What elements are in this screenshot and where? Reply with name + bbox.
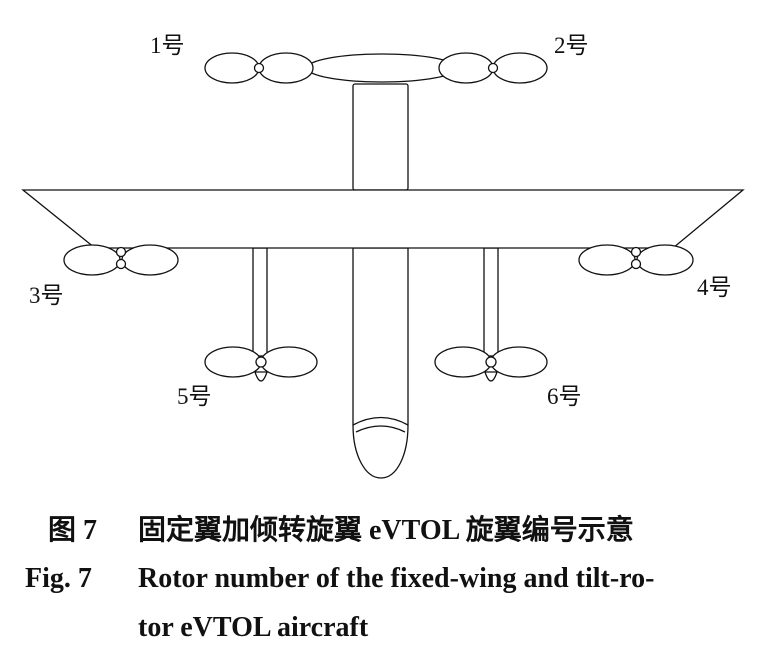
caption-chinese-number: 图 7 [48,515,98,546]
rotor-1-label: 1号 [150,33,185,58]
rotor-5-label: 5号 [177,384,212,409]
caption-chinese-text: 固定翼加倾转旋翼 eVTOL 旋翼编号示意 [138,515,634,546]
front-canard [306,53,458,83]
caption-chinese: 图 7 固定翼加倾转旋翼 eVTOL 旋翼编号示意 [48,508,634,548]
caption-english-line-1: Fig. 7 Rotor number of the fixed-wing and… [25,563,654,595]
rotor-2 [438,52,548,84]
caption-english-line-2: tor eVTOL aircraft [138,612,368,644]
fuselage-front [352,83,409,191]
rotor-3 [63,244,179,276]
rotor-6 [434,346,548,382]
rotor-2-label: 2号 [554,33,589,58]
rotor-5 [204,346,318,382]
caption-english-text-1: Rotor number of the fixed-wing and tilt-… [138,563,655,594]
boom-left [252,247,268,357]
main-wing [21,189,745,249]
rotor-4-label: 4号 [697,275,732,300]
aircraft-rotor-diagram: 1号 2号 3号 4号 5号 6号 [21,33,745,479]
rotor-6-label: 6号 [547,384,582,409]
rotor-3-label: 3号 [29,283,64,308]
caption-english-text-2: tor eVTOL aircraft [138,612,369,643]
rotor-4 [578,244,694,276]
boom-right [483,247,499,357]
fuselage-rear [352,247,409,479]
rotor-1 [204,52,314,84]
caption-english-number: Fig. 7 [25,563,92,594]
